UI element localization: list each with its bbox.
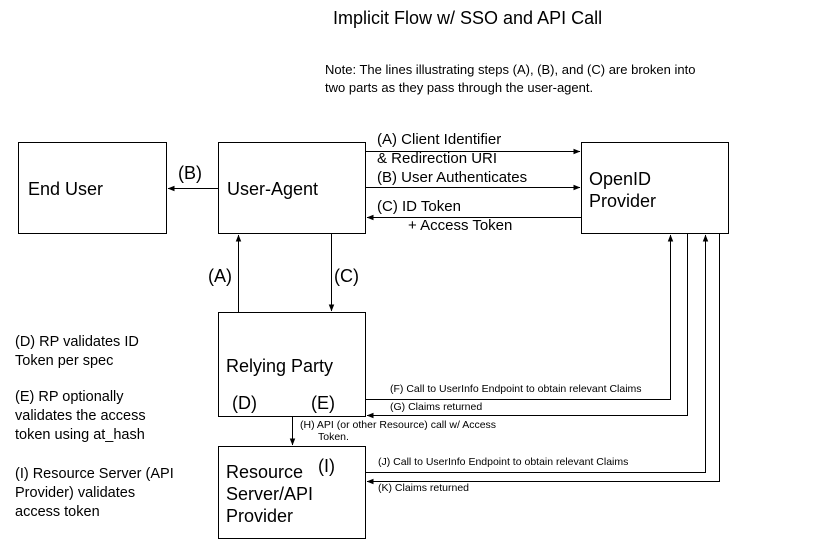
label-i-in-rs: (I) [318, 456, 335, 476]
openid-provider-label-line-1: OpenID [589, 169, 652, 189]
relying-party-box [218, 312, 366, 417]
label-a-redirection-uri: & Redirection URI [377, 150, 498, 167]
label-f-userinfo-call: (F) Call to UserInfo Endpoint to obtain … [390, 383, 642, 395]
label-k-claims-returned: (K) Claims returned [378, 482, 470, 494]
label-h-api-call-line-1: (H) API (or other Resource) call w/ Acce… [300, 419, 497, 431]
side-note-i-line-2: Provider) validates [15, 485, 136, 501]
label-h-api-call-line-2: Token. [318, 431, 349, 443]
label-g-claims-returned: (G) Claims returned [390, 401, 483, 413]
label-j-userinfo-call: (J) Call to UserInfo Endpoint to obtain … [378, 456, 629, 468]
label-d-in-rp: (D) [232, 393, 257, 413]
label-b-user-authenticates: (B) User Authenticates [377, 169, 528, 186]
side-note-d-line-1: (D) RP validates ID [15, 334, 139, 350]
openid-provider-box [581, 142, 729, 234]
side-note-i-line-3: access token [15, 504, 100, 520]
label-b-to-end-user: (B) [178, 163, 202, 183]
label-c-id-token: (C) ID Token [377, 198, 461, 215]
note-line-1: Note: The lines illustrating steps (A), … [325, 62, 696, 77]
arrow-g-claims-returned [366, 234, 688, 419]
side-note-e-line-1: (E) RP optionally [15, 389, 124, 405]
side-note-e-line-2: validates the access [15, 408, 146, 424]
end-user-label: End User [28, 179, 104, 199]
user-agent-label: User-Agent [227, 179, 319, 199]
resource-server-box [218, 446, 366, 539]
note-line-2: two parts as they pass through the user-… [325, 80, 594, 95]
label-e-in-rp: (E) [311, 393, 335, 413]
user-agent-box [218, 142, 366, 234]
relying-party-label: Relying Party [226, 356, 334, 376]
end-user-box [18, 142, 167, 234]
openid-provider-label-line-2: Provider [589, 191, 657, 211]
diagram-title: Implicit Flow w/ SSO and API Call [333, 8, 603, 28]
label-c-access-token: + Access Token [408, 217, 513, 234]
arrow-j-userinfo-call [366, 234, 709, 473]
side-note-d-line-2: Token per spec [15, 353, 114, 369]
resource-server-label-line-2: Server/API [226, 484, 314, 504]
arrow-k-claims-returned [366, 234, 720, 485]
label-a-up: (A) [208, 266, 232, 286]
resource-server-label-line-1: Resource [226, 462, 304, 482]
label-a-client-identifier: (A) Client Identifier [377, 131, 502, 148]
resource-server-label-line-3: Provider [226, 506, 294, 526]
arrow-f-userinfo-call [366, 234, 674, 400]
side-note-i-line-1: (I) Resource Server (API [15, 466, 174, 482]
label-c-down: (C) [334, 266, 359, 286]
side-note-e-line-3: token using at_hash [15, 427, 145, 443]
